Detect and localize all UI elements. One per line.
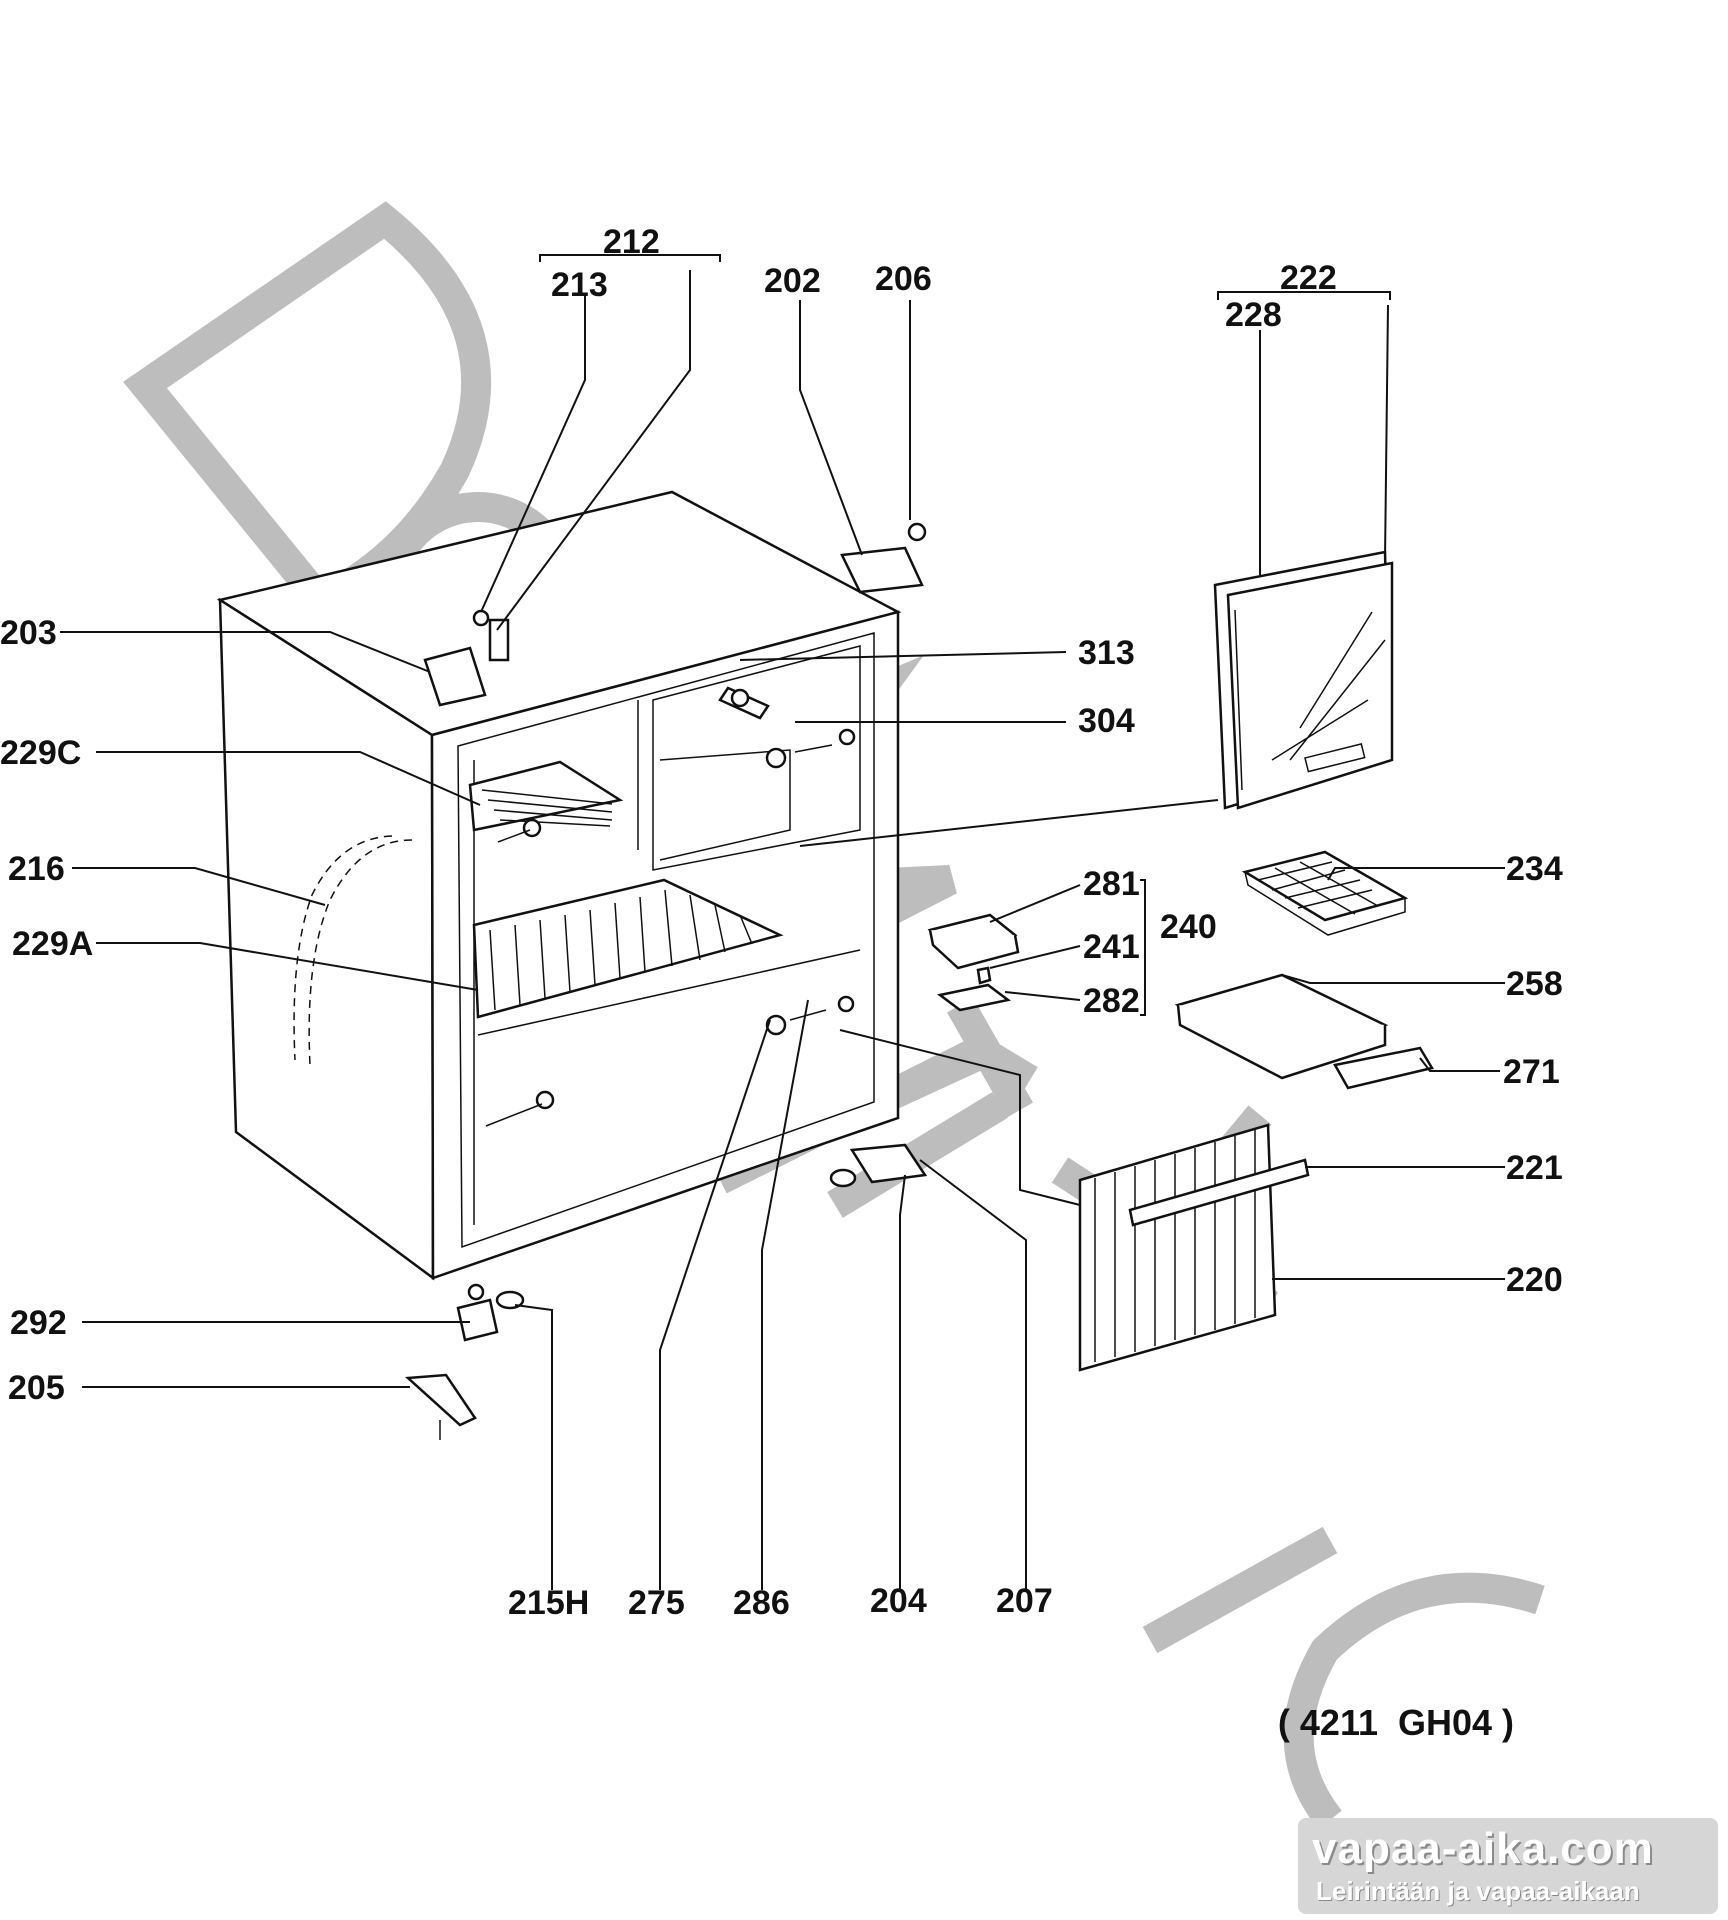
label-313: 313 bbox=[1078, 634, 1135, 672]
label-271: 271 bbox=[1503, 1053, 1560, 1091]
bottom-hardware bbox=[405, 1143, 928, 1440]
label-292: 292 bbox=[10, 1304, 67, 1342]
label-282: 282 bbox=[1083, 982, 1140, 1020]
label-304: 304 bbox=[1078, 702, 1135, 740]
label-216: 216 bbox=[8, 850, 65, 888]
label-206: 206 bbox=[875, 260, 932, 298]
label-286: 286 bbox=[733, 1584, 790, 1622]
refrigerator-cabinet bbox=[216, 490, 927, 1281]
label-222: 222 bbox=[1280, 259, 1337, 297]
label-228: 228 bbox=[1225, 296, 1282, 334]
label-202: 202 bbox=[764, 262, 821, 300]
label-240: 240 bbox=[1160, 908, 1217, 946]
label-258: 258 bbox=[1506, 965, 1563, 1003]
leader-lines bbox=[60, 254, 1505, 1590]
crisper-box bbox=[1174, 973, 1434, 1090]
label-215h: 215H bbox=[508, 1584, 589, 1622]
brand-name: vapaa-aika.com bbox=[1312, 1824, 1654, 1873]
label-213: 213 bbox=[551, 266, 608, 304]
label-203: 203 bbox=[0, 614, 57, 652]
label-221: 221 bbox=[1506, 1149, 1563, 1187]
label-212: 212 bbox=[603, 223, 660, 261]
label-234: 234 bbox=[1506, 850, 1563, 888]
label-229a: 229A bbox=[12, 925, 93, 963]
condenser-fins bbox=[1078, 1123, 1310, 1372]
brand-logo: vapaa-aika.com Leirintään ja vapaa-aikaa… bbox=[1298, 1818, 1718, 1914]
brand-tagline: Leirintään ja vapaa-aikaan bbox=[1316, 1876, 1640, 1906]
ice-tray bbox=[1241, 850, 1409, 936]
label-207: 207 bbox=[996, 1582, 1053, 1620]
drawing-code: ( 4211 GH04 ) bbox=[1277, 1702, 1515, 1743]
label-220: 220 bbox=[1506, 1261, 1563, 1299]
label-229c: 229C bbox=[0, 734, 81, 772]
light-assembly bbox=[927, 913, 1020, 1012]
label-241: 241 bbox=[1083, 928, 1140, 966]
label-275: 275 bbox=[628, 1584, 685, 1622]
label-205: 205 bbox=[8, 1369, 65, 1407]
door-assembly bbox=[1213, 550, 1394, 810]
label-281: 281 bbox=[1083, 865, 1140, 903]
part-labels: 212 213 202 206 222 228 203 313 304 229C… bbox=[0, 223, 1563, 1622]
label-204: 204 bbox=[870, 1582, 927, 1620]
